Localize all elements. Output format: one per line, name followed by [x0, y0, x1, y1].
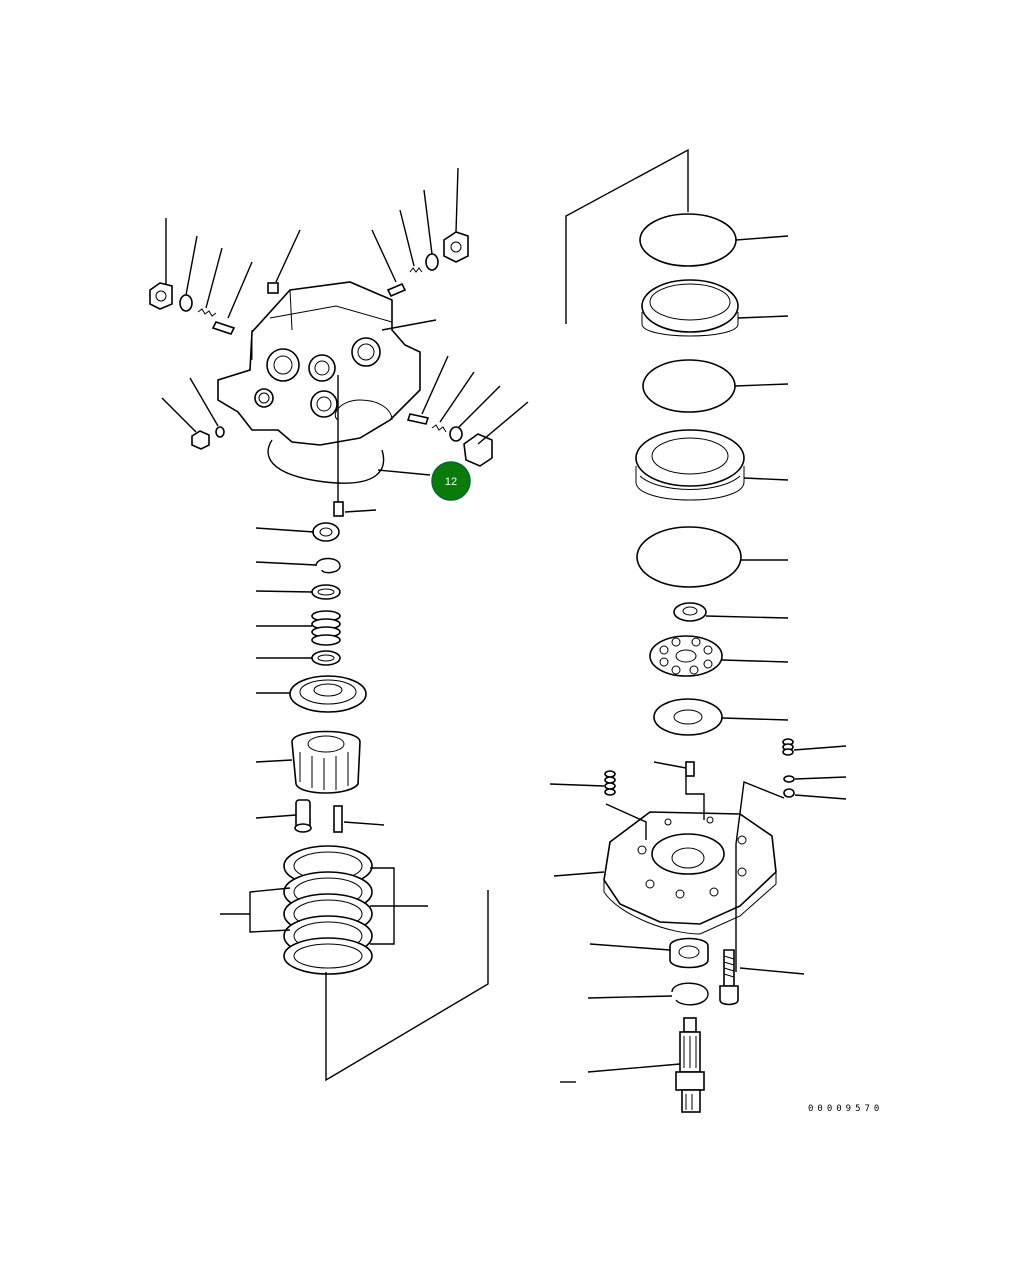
leader-line [605, 803, 647, 840]
leader-line [737, 315, 789, 319]
spring-icon [409, 267, 423, 273]
swing-motor-housing-icon [217, 281, 421, 446]
pin-icon [685, 761, 695, 777]
snap-ring-icon [315, 557, 341, 574]
bolt-icon [406, 413, 430, 425]
leader-line [705, 615, 789, 619]
bolt-icon [211, 321, 236, 335]
brake-housing-icon [603, 811, 777, 935]
leader-line [549, 783, 605, 787]
shaft-icon [675, 1017, 705, 1113]
o-ring-icon [449, 426, 463, 442]
plug-icon [267, 282, 279, 294]
o-ring-icon [215, 426, 225, 438]
o-ring-icon [639, 213, 737, 267]
leader-line [653, 761, 687, 769]
leader-line [735, 781, 785, 972]
seal-ring-icon [641, 279, 739, 337]
leader-line [721, 659, 789, 663]
washer-icon [311, 650, 341, 666]
leader-line [377, 469, 431, 476]
leader-line [344, 509, 377, 513]
washer-icon [311, 584, 341, 600]
callout-label: 12 [445, 476, 457, 488]
plug-icon [463, 433, 493, 467]
plug-icon [149, 282, 173, 310]
leader-line [587, 995, 673, 999]
cylinder-block-icon [291, 730, 361, 794]
leader-line [587, 1063, 681, 1073]
bearing-icon [312, 522, 340, 542]
o-ring-icon [179, 294, 193, 312]
leader-lines-left-stack [220, 527, 489, 1082]
plug-icon [191, 430, 210, 450]
leader-line [685, 776, 705, 820]
leader-line [734, 383, 789, 387]
plug-icon [443, 231, 469, 263]
retainer-plate-icon [289, 675, 367, 713]
valve-plate-icon [649, 635, 723, 677]
leader-line [794, 794, 847, 800]
nut-icon [673, 602, 707, 622]
leader-line [735, 235, 789, 241]
spring-icon [431, 424, 447, 433]
leader-line [743, 477, 789, 481]
callout-badge-icon[interactable] [431, 461, 471, 501]
bolt-icon [719, 949, 739, 1006]
friction-plate-icon [283, 845, 373, 975]
leader-lines-left-top [161, 167, 529, 445]
pin-icon [333, 805, 343, 833]
o-ring-icon [642, 359, 736, 413]
drawing-number: 00009570 [808, 1104, 883, 1114]
leader-line [794, 776, 847, 780]
spring-icon [782, 738, 794, 756]
spring-icon [197, 308, 217, 317]
leader-line [793, 745, 847, 751]
spring-icon [311, 610, 341, 646]
washer-icon [783, 775, 795, 783]
o-ring-icon [636, 526, 742, 588]
bolt-icon [386, 282, 407, 298]
o-ring-icon [425, 253, 439, 271]
seal-housing-icon [635, 429, 745, 501]
bearing-icon [669, 937, 709, 969]
o-ring-icon [783, 788, 795, 798]
pin-icon [333, 501, 344, 517]
leader-line [553, 871, 605, 877]
leader-line [589, 943, 671, 951]
thrust-plate-icon [653, 698, 723, 736]
o-ring-icon [267, 439, 385, 484]
piston-icon [294, 799, 312, 833]
leader-line [721, 717, 789, 721]
snap-ring-icon [671, 982, 709, 1006]
callout-12[interactable]: 12 [431, 461, 471, 501]
spring-icon [604, 770, 616, 796]
leader-line [343, 821, 385, 826]
bracket-line [565, 148, 689, 324]
leader-line [739, 967, 805, 975]
